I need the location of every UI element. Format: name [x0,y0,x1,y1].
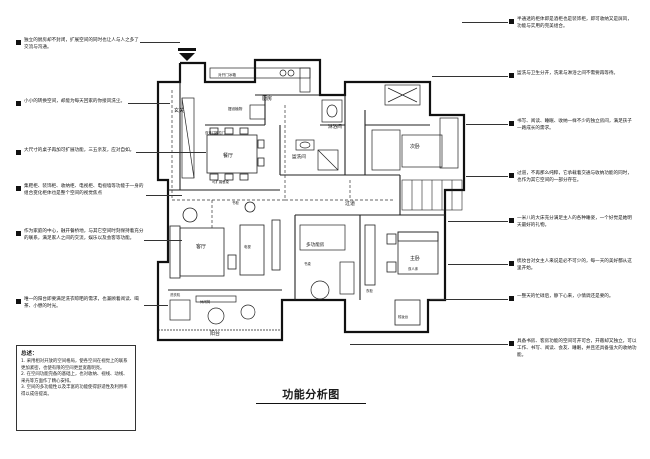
note-bullet-left-2 [16,101,21,106]
leader-left-4 [146,195,182,196]
note-bullet-left-1 [16,40,21,45]
leader-left-5 [144,240,182,241]
room-hall-label: 过道 [345,200,355,207]
outer-walls [156,58,466,342]
leader-right-1 [462,22,508,23]
right-note-3: 书写、阅读、睡眠、收纳一样不少的独立房间，满足孩子一路成长的需求。 [517,119,632,131]
left-note-5: 作为家庭的中心，融开餐桥地，与其它空间时刻保持着充分的联系，满足家人之间的交流，… [24,229,144,241]
leader-left-2 [128,103,170,104]
leader-right-2 [432,76,508,77]
summary-line-1: 1. 采用相对开放的空间格局，使各空间在视觉上的联系更加紧密，也使有限的空间更显… [21,359,128,371]
room-master-label: 主卧 [410,255,420,262]
right-note-5: 一米八的大床充分满足主人的各种睡姿，一个好觉是她明天最好的礼物。 [517,216,632,228]
hall-storage [401,179,463,211]
balcony-furniture [158,295,282,331]
living-furniture [169,201,281,279]
note-bullet-right-6 [509,261,514,266]
left-note-1: 独立的厨房却不封闭，扩展空间的同时也让人与人之多了交流与沟通。 [24,38,139,50]
north-arrow-icon [178,48,196,61]
leader-right-5 [448,221,508,222]
washer-label: 洗衣机 [170,292,181,297]
right-note-1: 半通透的柜体即是酒柜也是装饰柜，即可收纳又是屏风，功能与实用的完美组合。 [517,17,632,29]
summary-box: 总述： 1. 采用相对开放的空间格局，使各空间在视觉上的联系更加紧密，也使有限的… [16,345,136,431]
right-note-8: 具备书房、客房功能的空间可开可合，开敞却又独立，可以工作、书写、阅读、会友、睡眠… [517,339,637,358]
room-dining-label: 餐厅 [223,152,233,159]
leader-left-3 [136,152,206,153]
room-multi-label: 多功能房 [306,241,325,248]
chair-label: 休闲椅 [200,299,211,304]
note-bullet-right-1 [509,19,514,24]
right-note-4: 过道，不再那么纯粹，它承载着交通与收纳功能的同时，也作为其它空间的一部分存在。 [517,171,632,183]
left-note-2: 小小的转换空间，却能为每天回家的你接风洗尘。 [24,99,126,104]
summary-line-2: 2. 在空间功能完备的基础上，也对收纳、视线、动线、采光等方面作了精心安排。 [21,372,128,384]
leader-right-7 [430,299,508,300]
dresser-label: 梳妆台 [398,314,409,319]
note-bullet-right-7 [509,296,514,301]
leader-left-1 [140,42,180,43]
note-bullet-left-6 [16,299,21,304]
leader-right-8 [350,344,508,345]
dining-table [206,127,265,181]
note-bullet-right-4 [509,173,514,178]
room-bedroom2-label: 次卧 [410,143,420,150]
note-bullet-right-5 [509,218,514,223]
leader-right-6 [448,264,508,265]
summary-title: 总述： [21,351,38,357]
cabinet-label: 可扩展餐桌 [212,179,230,184]
note-bullet-right-2 [509,73,514,78]
leader-right-3 [466,124,508,125]
left-note-4: 集鞋柜、装饰柜、收纳柜、电视柜、电视墙等功能于一身的组合变化柜体也是整个空间的视… [24,184,144,196]
left-note-3: 大尺寸的桌子再加可扩展功能，三五亲友，应对自如。 [24,148,135,153]
right-note-2: 盥洗与卫生分开，洗漱与淋浴之间不需要再等待。 [517,71,619,76]
bookshelf-label: 书柜 [232,200,239,205]
right-note-7: 一整天的忙碌后，静下心来，小情调还是要的。 [517,294,614,299]
master-furniture [364,224,439,326]
note-bullet-right-3 [509,121,514,126]
diagram-title: 功能分析图 [282,388,340,401]
bed-label: 双人床 [408,266,419,271]
fridge-label: 对开门冰箱 [218,72,236,77]
note-bullet-right-8 [509,341,514,346]
room-shower-label: 淋浴间 [328,123,342,130]
circulation-lines [171,90,395,228]
room-washroom-label: 盥洗间 [292,153,306,160]
doorway-label: 双开门推拉门 [205,130,226,135]
note-bullet-left-4 [16,186,21,191]
inner-walls [168,82,445,300]
tv-label: 电视 [244,244,251,249]
note-bullet-left-5 [16,231,21,236]
room-kitchen-label: 厨房 [262,95,272,102]
wardrobe-label: 衣柜 [366,288,373,293]
note-bullet-left-3 [16,150,21,155]
left-note-6: 唯一的阳台即要满足洗衣晾晒的需求，也兼顾着阅读、喝茶、小憩的时光。 [24,297,139,309]
room-entry-label: 玄关 [174,107,184,114]
desk-label: 书桌 [304,261,311,266]
entry-cabinet [181,97,195,179]
right-note-6: 梳妆台对女主人来说是必不可少的，每一天的美好都从这里开始。 [517,259,632,271]
summary-line-3: 3. 空间的多功能性以及丰富的功能使得舒适性及利用率得以成倍提高。 [21,385,128,397]
bedroom2-furniture [371,84,459,171]
plant-label: 摆设植物 [228,106,243,111]
multi-room-furniture [299,224,355,300]
leader-right-4 [466,176,508,177]
kitchen-counter [209,67,311,120]
room-living-label: 客厅 [196,243,206,250]
bathroom-fixtures [295,99,343,171]
room-balcony-label: 阳台 [210,330,220,337]
title-underline [256,403,366,404]
leader-left-6 [144,305,168,306]
